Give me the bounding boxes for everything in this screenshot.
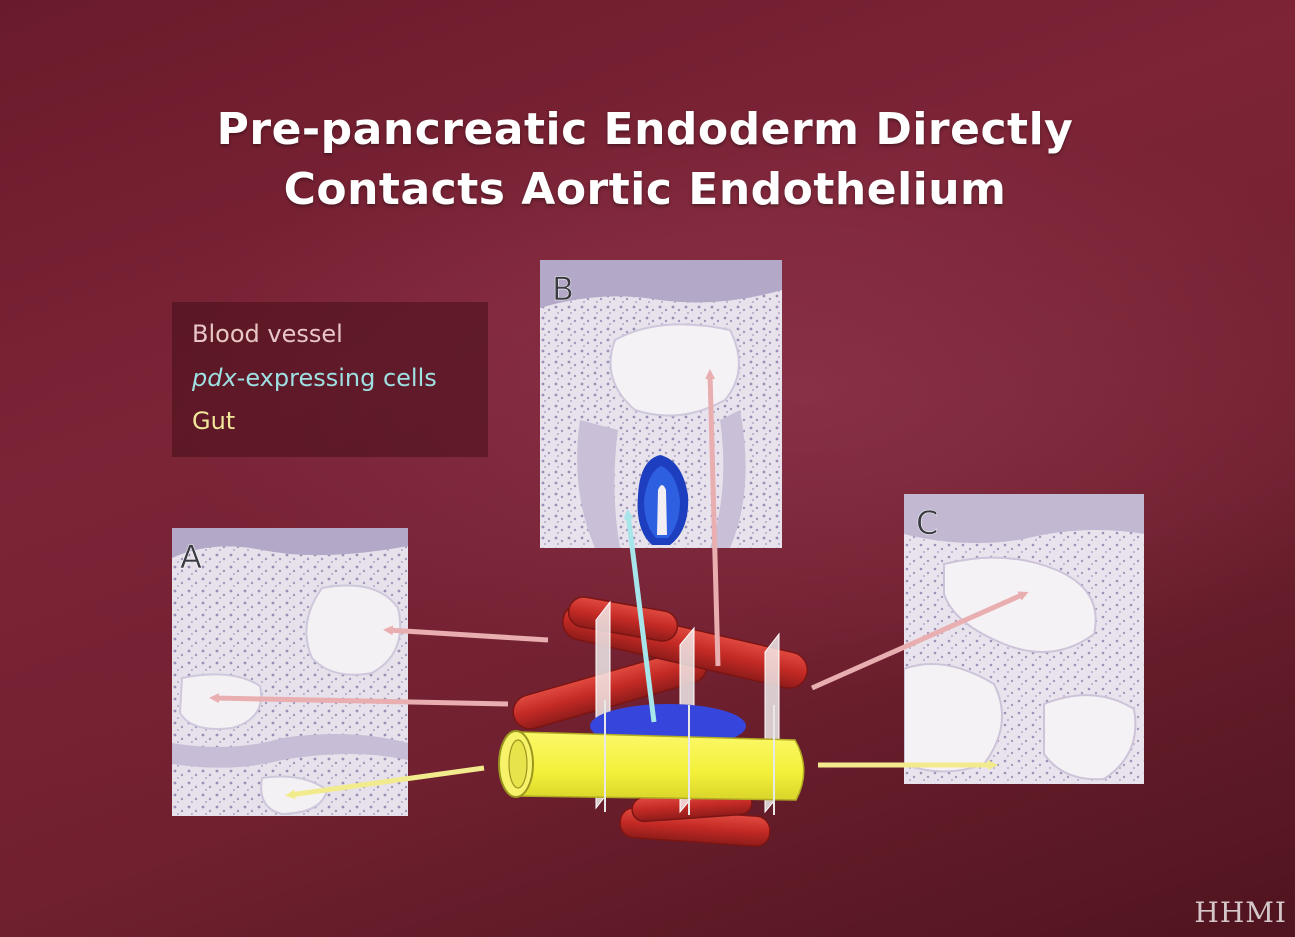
gut-tube [499, 731, 804, 800]
vessel-arrows [214, 374, 1024, 704]
hhmi-watermark: HHMI [1194, 896, 1287, 929]
